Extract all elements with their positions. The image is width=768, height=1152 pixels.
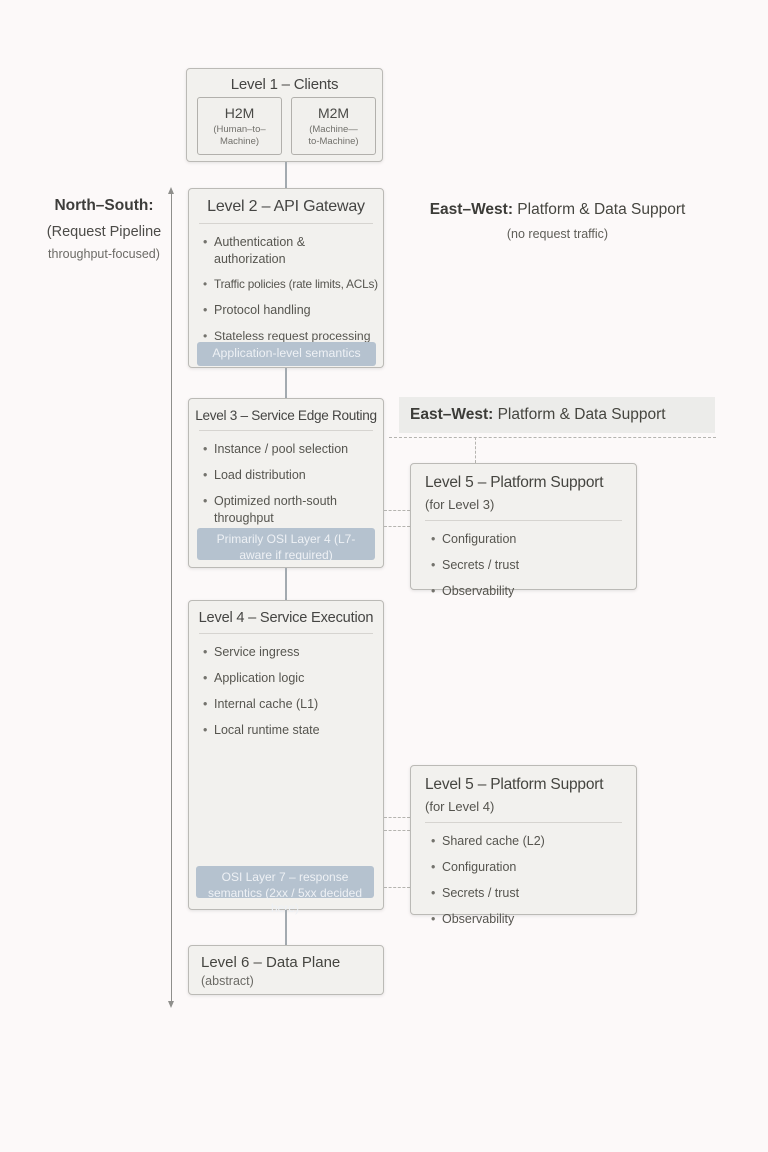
north-south-label: North–South: (Request Pipeline throughpu… <box>18 197 190 261</box>
level5-for4-bullet: Observability <box>431 911 628 928</box>
connector-l4-l6 <box>285 910 287 945</box>
dashed-connector-l3-l5a <box>384 510 410 511</box>
level5-for4-bullet: Configuration <box>431 859 628 876</box>
level5-for3-bullet: Observability <box>431 583 628 600</box>
level4-bullet: Internal cache (L1) <box>203 696 375 713</box>
level2-bullet: Authentication & authorization <box>203 234 375 268</box>
level5-for3-bullet: Configuration <box>431 531 628 548</box>
h2m-box: H2M (Human–to– Machine) <box>197 97 282 155</box>
level5-for3-header: Level 5 – Platform Support (for Level 3) <box>411 464 636 520</box>
level2-bullet: Stateless request processing <box>203 328 375 345</box>
level4-bullet: Application logic <box>203 670 375 687</box>
h2m-title: H2M <box>224 105 255 121</box>
east-west-banner: East–West: Platform & Data Support <box>399 397 715 433</box>
level3-title: Level 3 – Service Edge Routing <box>195 408 377 423</box>
h2m-sub-line1: (Human–to– <box>213 124 266 135</box>
level4-bullets: Service ingress Application logic Intern… <box>189 634 383 739</box>
level2-divider <box>199 223 373 224</box>
level6-box: Level 6 – Data Plane (abstract) <box>188 945 384 995</box>
h2m-sub-line2: Machine) <box>219 136 260 148</box>
m2m-sub-line1: (Machine— <box>309 124 358 135</box>
m2m-title: M2M <box>317 105 350 121</box>
level6-subtitle: (abstract) <box>201 974 254 988</box>
arrow-down-icon <box>168 1001 174 1008</box>
north-south-note: throughput-focused) <box>48 247 160 261</box>
east-west-banner-rest: Platform & Data Support <box>493 406 666 423</box>
level5-for4-bullet: Shared cache (L2) <box>431 833 628 850</box>
connector-l3-l4 <box>285 568 287 600</box>
level5-for4-bullets: Shared cache (L2) Configuration Secrets … <box>411 823 636 928</box>
level2-bullet: Traffic policies (rate limits, ACLs) <box>203 277 378 293</box>
dashed-drop-to-level5a <box>475 437 476 463</box>
dashed-connector-l3-l5a <box>384 526 410 527</box>
east-west-header: East–West: Platform & Data Support (no r… <box>400 201 715 241</box>
level2-title: Level 2 – API Gateway <box>207 198 365 215</box>
level3-badge: Primarily OSI Layer 4 (L7-aware if requi… <box>197 528 375 562</box>
east-west-banner-bold: East–West: <box>410 406 494 423</box>
level5-for3-bullets: Configuration Secrets / trust Observabil… <box>411 521 636 600</box>
connector-l1-l2 <box>285 162 287 188</box>
east-west-title: East–West: Platform & Data Support <box>400 201 715 219</box>
level6-header: Level 6 – Data Plane (abstract) <box>189 946 383 988</box>
level3-bullets: Instance / pool selection Load distribut… <box>189 431 383 527</box>
level4-title: Level 4 – Service Execution <box>198 610 374 626</box>
h2m-subtitle: (Human–to– Machine) <box>198 124 281 149</box>
dashed-connector-l4-l5b <box>384 887 410 888</box>
m2m-subtitle: (Machine— to-Machine) <box>292 124 375 149</box>
connector-l2-l3 <box>285 368 287 398</box>
level4-badge: OSI Layer 7 – response semantics (2xx / … <box>196 866 374 915</box>
east-west-banner-title: East–West: Platform & Data Support <box>410 406 666 424</box>
level2-bullets: Authentication & authorization Traffic p… <box>189 224 383 344</box>
level5-for4-subtitle: (for Level 4) <box>425 799 495 814</box>
level5-for4-bullet: Secrets / trust <box>431 885 628 902</box>
level4-bullet: Local runtime state <box>203 722 375 739</box>
north-south-arrow <box>171 193 172 1001</box>
level3-bullet: Load distribution <box>203 467 375 484</box>
level2-badge: Application-level semantics <box>197 342 376 366</box>
level5-for3-divider <box>425 520 622 521</box>
east-west-title-bold: East–West: <box>429 201 513 218</box>
dashed-connector-l4-l5b <box>384 830 410 831</box>
level4-divider <box>199 633 373 634</box>
level5-for4-divider <box>425 822 622 823</box>
level2-box: Level 2 – API Gateway Authentication & a… <box>188 188 384 368</box>
level2-bullet: Protocol handling <box>203 302 375 319</box>
m2m-sub-line2: to-Machine) <box>308 136 359 148</box>
north-south-subtitle: (Request Pipeline <box>46 224 162 240</box>
level4-bullet: Service ingress <box>203 644 375 661</box>
m2m-box: M2M (Machine— to-Machine) <box>291 97 376 155</box>
level5-for4-box: Level 5 – Platform Support (for Level 4)… <box>410 765 637 927</box>
level5-for3-subtitle: (for Level 3) <box>425 497 495 512</box>
level3-bullet: Instance / pool selection <box>203 441 375 458</box>
level5-for3-title: Level 5 – Platform Support <box>425 474 604 491</box>
level5-for3-bullet: Secrets / trust <box>431 557 628 574</box>
level3-divider <box>199 430 373 431</box>
east-west-note: (no request traffic) <box>506 227 609 241</box>
level5-for4-title: Level 5 – Platform Support <box>425 776 604 793</box>
level5-for4-header: Level 5 – Platform Support (for Level 4) <box>411 766 636 822</box>
level6-title: Level 6 – Data Plane <box>201 954 341 971</box>
level3-bullet: Optimized north-south throughput <box>203 493 375 527</box>
east-west-title-rest: Platform & Data Support <box>512 201 686 218</box>
level1-title: Level 1 – Clients <box>230 76 339 93</box>
dashed-connector-l4-l5b <box>384 817 410 818</box>
level4-box: Level 4 – Service Execution Service ingr… <box>188 600 384 910</box>
level5-for3-box: Level 5 – Platform Support (for Level 3)… <box>410 463 637 600</box>
arrow-up-icon <box>168 187 174 194</box>
banner-dashed-line <box>389 437 716 438</box>
north-south-title: North–South: <box>54 197 154 214</box>
